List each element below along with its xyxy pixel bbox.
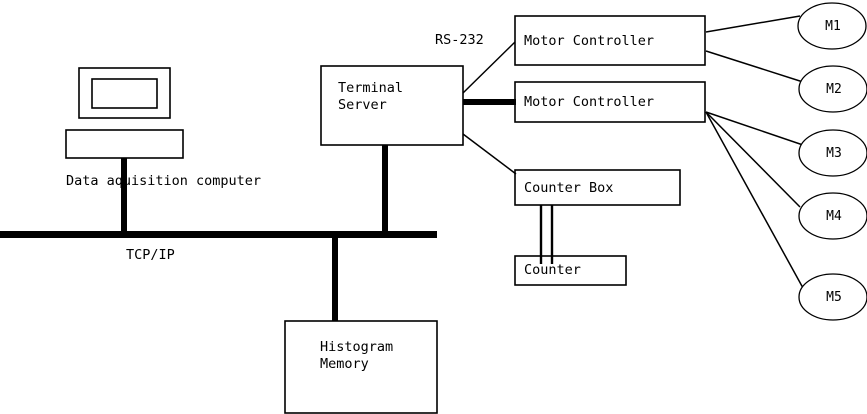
terminal-server-box[interactable] bbox=[320, 65, 464, 146]
motor-m5-label: M5 bbox=[826, 290, 842, 305]
data-acquisition-computer-label: Data aquisition computer bbox=[66, 173, 262, 189]
histogram-memory-label-line1: Histogram bbox=[320, 339, 394, 355]
rs232-link-label: RS-232 bbox=[435, 32, 484, 48]
motor-controller-1-box[interactable] bbox=[514, 15, 706, 66]
histogram-memory-box[interactable] bbox=[284, 320, 438, 414]
link-motor-controller-2-to-m3 bbox=[705, 111, 804, 146]
motor-controller-2-label: Motor Controller bbox=[524, 94, 655, 110]
motor-m4-label: M4 bbox=[826, 209, 842, 224]
motor-m4-ellipse[interactable] bbox=[798, 192, 867, 240]
tcpip-link-label: TCP/IP bbox=[126, 247, 175, 263]
terminal-server-label-line1: Terminal bbox=[338, 80, 404, 96]
counter-box-box[interactable] bbox=[514, 169, 681, 206]
computer-base bbox=[65, 129, 184, 159]
link-motor-controller-2-to-m5 bbox=[705, 111, 804, 289]
counter-box[interactable] bbox=[514, 255, 627, 286]
motor-m1-ellipse[interactable] bbox=[797, 2, 867, 50]
histogram-memory-label-line2: Memory bbox=[320, 356, 369, 372]
link-motor-controller-1-to-m1 bbox=[705, 15, 801, 33]
counter-box-label: Counter Box bbox=[524, 180, 614, 196]
motor-m3-label: M3 bbox=[826, 146, 842, 161]
motor-m2-label: M2 bbox=[826, 82, 842, 97]
terminal-server-label-line2: Server bbox=[338, 97, 387, 113]
motor-m5-ellipse[interactable] bbox=[798, 273, 867, 321]
motor-m1-label: M1 bbox=[825, 19, 841, 34]
link-terminal-server-to-counter-box bbox=[462, 133, 517, 175]
computer-monitor-screen bbox=[91, 78, 158, 109]
link-motor-controller-1-to-m2 bbox=[705, 50, 804, 83]
motor-controller-1-label: Motor Controller bbox=[524, 33, 655, 49]
motor-m2-ellipse[interactable] bbox=[798, 65, 867, 113]
motor-m3-ellipse[interactable] bbox=[798, 129, 867, 177]
link-motor-controller-2-to-m4 bbox=[705, 111, 801, 208]
link-terminal-server-to-motor-controller-1 bbox=[462, 41, 516, 94]
counter-label: Counter bbox=[524, 262, 581, 278]
